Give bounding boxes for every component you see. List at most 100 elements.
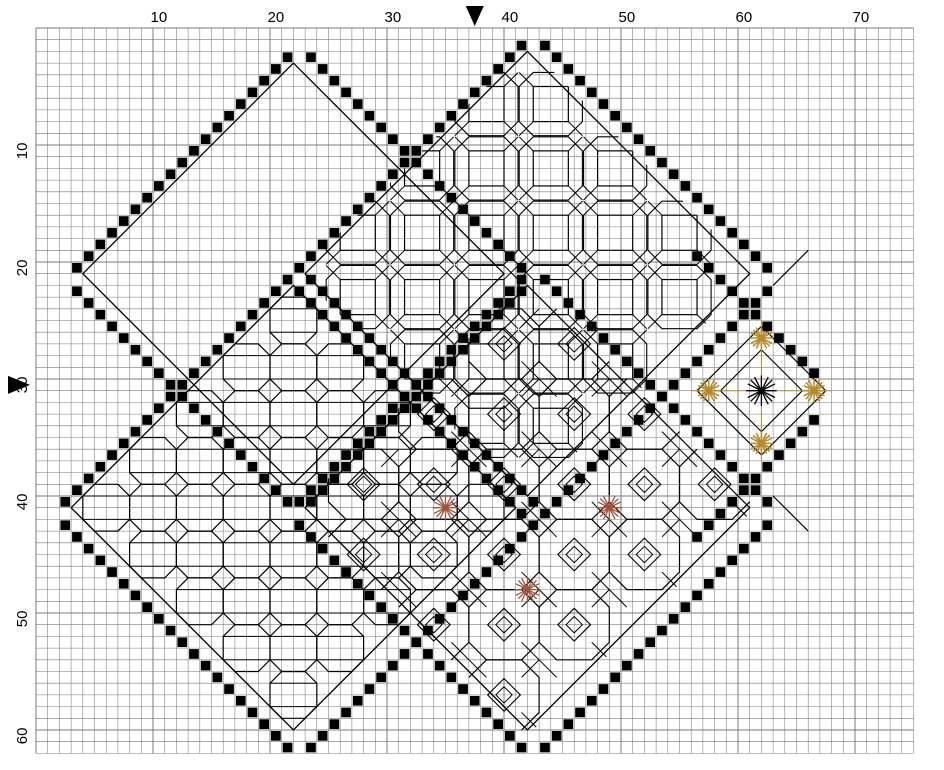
border-stitch	[189, 649, 199, 659]
border-stitch	[154, 181, 164, 191]
border-stitch	[762, 263, 772, 273]
border-stitch	[470, 462, 480, 472]
border-stitch	[142, 602, 152, 612]
border-stitch	[739, 310, 749, 320]
y-tick-label: 60	[14, 728, 31, 745]
border-stitch	[470, 216, 480, 226]
border-stitch	[189, 146, 199, 156]
border-stitch	[435, 403, 445, 413]
border-stitch	[493, 310, 503, 320]
border-stitch	[587, 322, 597, 332]
border-stitch	[622, 427, 632, 437]
border-stitch	[365, 427, 375, 437]
border-stitch	[376, 427, 386, 437]
border-stitch	[470, 322, 480, 332]
border-stitch	[376, 181, 386, 191]
border-stitch	[704, 579, 714, 589]
border-stitch	[493, 240, 503, 250]
border-stitch	[458, 684, 468, 694]
border-stitch	[517, 509, 527, 519]
border-stitch	[411, 392, 421, 402]
border-stitch	[353, 205, 363, 215]
border-stitch	[400, 158, 410, 168]
border-stitch	[318, 485, 328, 495]
border-stitch	[751, 474, 761, 484]
border-stitch	[60, 497, 70, 507]
border-stitch	[517, 286, 527, 296]
border-stitch	[84, 298, 94, 308]
border-stitch	[213, 673, 223, 683]
border-stitch	[330, 322, 340, 332]
border-stitch	[400, 392, 410, 402]
border-stitch	[400, 649, 410, 659]
border-stitch	[482, 708, 492, 718]
border-stitch	[482, 567, 492, 577]
border-stitch	[634, 415, 644, 425]
border-stitch	[645, 146, 655, 156]
border-stitch	[505, 52, 515, 62]
border-stitch	[248, 462, 258, 472]
border-stitch	[447, 415, 457, 425]
border-stitch	[84, 251, 94, 261]
border-stitch	[224, 684, 234, 694]
connector	[609, 590, 627, 608]
border-stitch	[388, 134, 398, 144]
border-stitch	[283, 52, 293, 62]
border-stitch	[318, 286, 328, 296]
border-stitch	[142, 193, 152, 203]
border-stitch	[540, 275, 550, 285]
border-stitch	[84, 544, 94, 554]
border-stitch	[376, 368, 386, 378]
border-stitch	[704, 263, 714, 273]
border-stitch	[177, 380, 187, 390]
border-stitch	[353, 322, 363, 332]
y-tick-label: 40	[14, 494, 31, 511]
border-stitch	[166, 380, 176, 390]
border-stitch	[365, 193, 375, 203]
border-stitch	[447, 673, 457, 683]
border-stitch	[610, 111, 620, 121]
border-stitch	[528, 520, 538, 530]
border-stitch	[423, 380, 433, 390]
border-stitch	[669, 403, 679, 413]
tail-line	[773, 250, 808, 285]
x-tick-label: 60	[736, 9, 753, 26]
border-stitch	[458, 333, 468, 343]
border-stitch	[482, 450, 492, 460]
rust-star	[433, 495, 459, 521]
border-stitch	[727, 497, 737, 507]
border-stitch	[470, 579, 480, 589]
border-stitch	[458, 205, 468, 215]
border-stitch	[704, 205, 714, 215]
border-stitch	[716, 216, 726, 226]
border-stitch	[762, 462, 772, 472]
border-stitch	[435, 661, 445, 671]
border-stitch	[599, 333, 609, 343]
border-stitch	[493, 719, 503, 729]
border-stitch	[704, 439, 714, 449]
border-stitch	[645, 637, 655, 647]
border-stitch	[271, 286, 281, 296]
border-stitch	[72, 263, 82, 273]
border-stitch	[306, 251, 316, 261]
border-stitch	[622, 661, 632, 671]
border-stitch	[669, 169, 679, 179]
border-stitch	[72, 286, 82, 296]
border-stitch	[177, 637, 187, 647]
border-stitch	[458, 99, 468, 109]
x-tick-label: 50	[619, 9, 636, 26]
border-stitch	[107, 450, 117, 460]
border-stitch	[564, 298, 574, 308]
border-stitch	[353, 99, 363, 109]
border-stitch	[411, 146, 421, 156]
border-stitch	[447, 602, 457, 612]
border-stitch	[762, 322, 772, 332]
border-stitch	[318, 731, 328, 741]
inner-square	[469, 344, 504, 379]
border-stitch	[330, 462, 340, 472]
border-stitch	[189, 368, 199, 378]
border-stitch	[330, 556, 340, 566]
border-stitch	[96, 462, 106, 472]
border-stitch	[213, 123, 223, 133]
border-stitch	[400, 403, 410, 413]
